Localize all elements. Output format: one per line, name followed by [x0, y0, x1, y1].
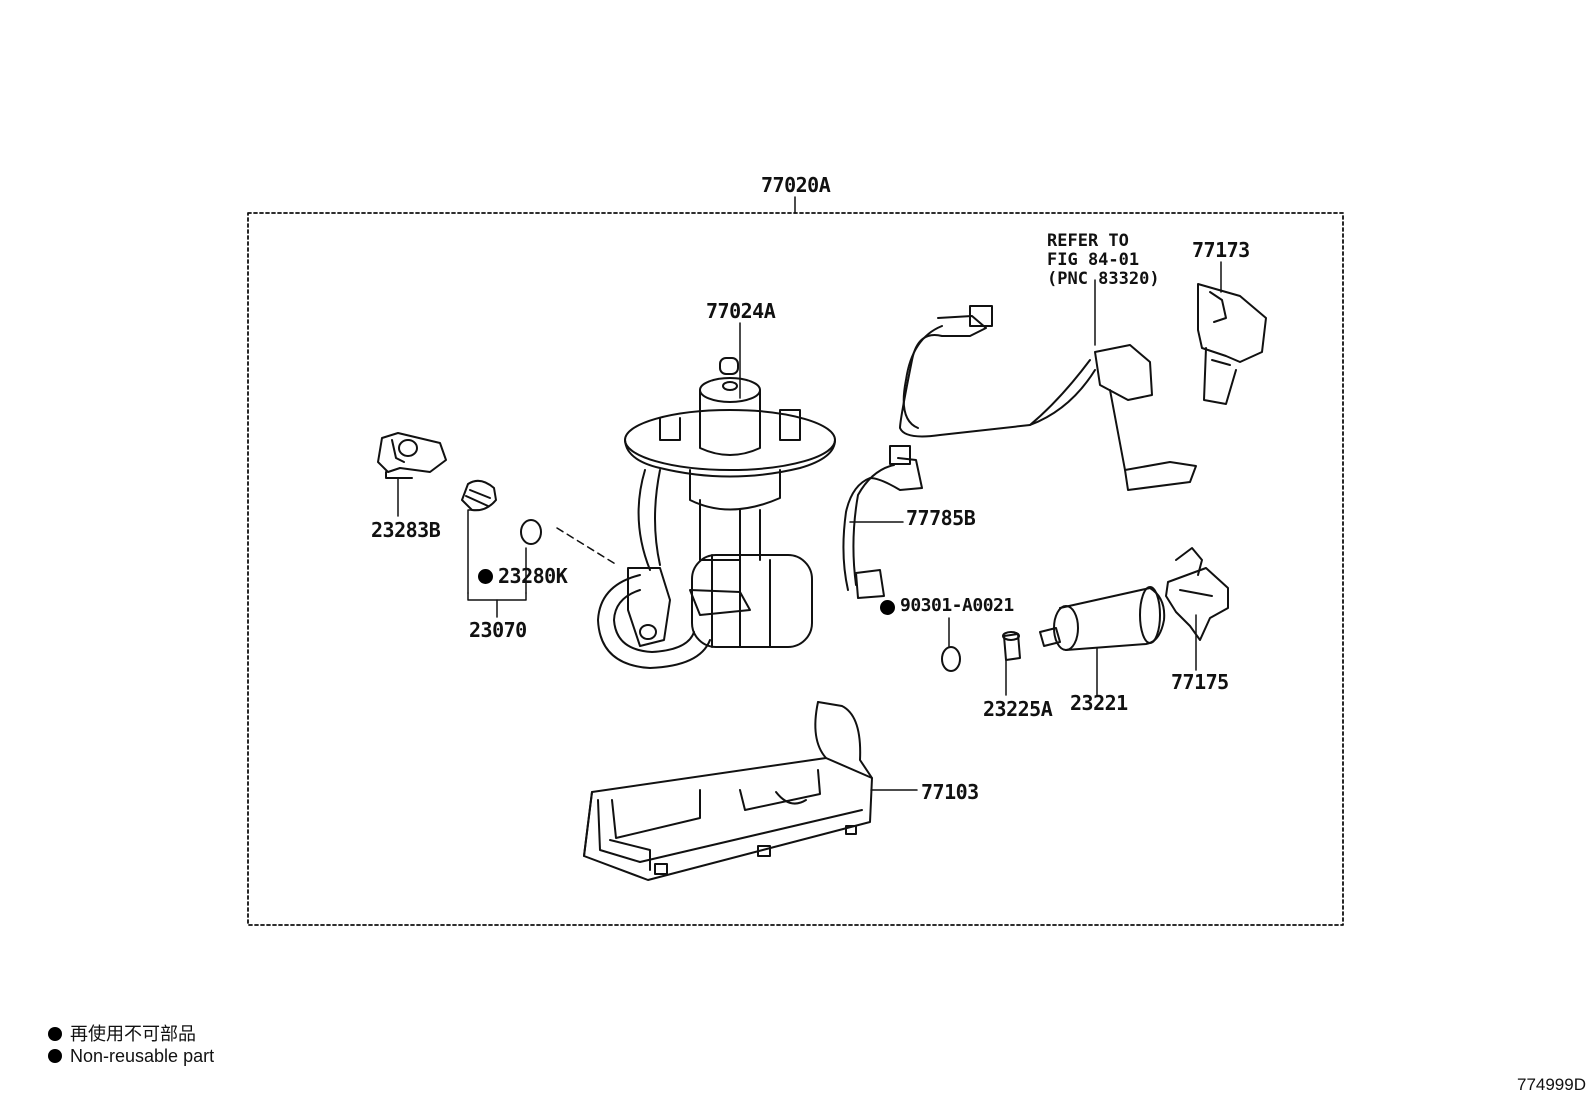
legend-dot-icon — [48, 1049, 62, 1063]
sender-gauge-drawing — [899, 305, 1197, 491]
legend-dot-icon — [48, 1027, 62, 1041]
label-77103: 77103 — [921, 780, 979, 804]
refer-line-1: REFER TO — [1047, 231, 1129, 251]
legend-english: Non-reusable part — [48, 1046, 214, 1067]
harness-drawing — [842, 445, 923, 599]
label-23070: 23070 — [469, 618, 527, 642]
pump-drawing — [1039, 586, 1166, 651]
legend-japanese: 再使用不可部品 — [48, 1020, 196, 1046]
clip-drawing — [377, 432, 447, 479]
legend-english-text: Non-reusable part — [70, 1046, 215, 1066]
refer-line-2: FIG 84-01 — [1047, 250, 1140, 270]
refer-line-3: (PNC 83320) — [1047, 269, 1160, 289]
cushion-drawing — [1002, 631, 1021, 661]
legend-japanese-text: 再使用不可部品 — [70, 1024, 196, 1044]
leader-lines — [397, 261, 1222, 791]
label-77175: 77175 — [1171, 670, 1229, 694]
label-90301-A0021: 90301-A0021 — [900, 595, 1014, 616]
label-23283B: 23283B — [371, 518, 441, 542]
valve-drawing — [461, 479, 542, 545]
holder-drawing — [1165, 547, 1229, 641]
label-77173: 77173 — [1192, 238, 1250, 262]
gasket-drawing — [941, 646, 961, 672]
case-drawing — [583, 701, 873, 881]
refer-note: REFER TO FIG 84-01 (PNC 83320) — [1047, 232, 1160, 289]
label-23280K: 23280K — [498, 564, 568, 588]
label-77020A: 77020A — [761, 173, 831, 197]
pump-bracket-drawing — [597, 357, 836, 669]
label-23221: 23221 — [1070, 691, 1128, 715]
label-77024A: 77024A — [706, 299, 776, 323]
label-77785B: 77785B — [906, 506, 976, 530]
label-23225A: 23225A — [983, 697, 1053, 721]
non-reusable-dot-gasket — [880, 600, 895, 615]
non-reusable-dot-valve — [478, 569, 493, 584]
figure-code: 774999D — [1516, 1075, 1586, 1094]
cover-drawing — [1197, 283, 1267, 405]
assembly-boundary — [247, 212, 1344, 926]
